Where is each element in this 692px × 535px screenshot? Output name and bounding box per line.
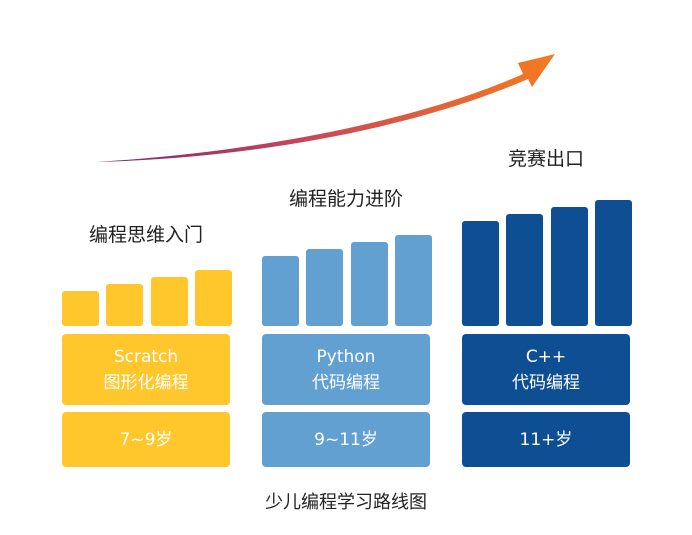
course-language: Scratch: [113, 346, 179, 367]
level-bar: [262, 256, 299, 326]
course-box: Python 代码编程: [262, 334, 430, 405]
level-bar: [194, 270, 232, 326]
course-type: 图形化编程: [103, 372, 189, 393]
course-language: Python: [316, 346, 376, 367]
level-bar: [550, 207, 588, 326]
diagram-caption: 少儿编程学习路线图: [265, 492, 427, 513]
level-bar: [62, 291, 99, 326]
course-box: C++ 代码编程: [462, 334, 630, 405]
age-box: 9~11岁: [262, 412, 430, 467]
stage-heading: 竞赛出口: [507, 148, 584, 170]
level-bar: [150, 277, 188, 326]
course-box: Scratch 图形化编程: [62, 334, 230, 405]
level-bar: [594, 200, 632, 326]
level-bar: [106, 284, 144, 326]
course-language: C++: [525, 346, 567, 367]
age-box: 11+岁: [462, 412, 630, 467]
age-box: 7~9岁: [62, 412, 230, 467]
stage-heading: 编程能力进阶: [288, 188, 403, 210]
level-bar: [394, 235, 432, 326]
level-bar: [306, 249, 344, 326]
course-type: 代码编程: [512, 372, 580, 393]
stage-heading: 编程思维入门: [88, 224, 203, 246]
course-type: 代码编程: [312, 372, 380, 393]
level-bar: [506, 214, 544, 326]
level-bar: [462, 221, 499, 326]
level-bar: [350, 242, 388, 326]
